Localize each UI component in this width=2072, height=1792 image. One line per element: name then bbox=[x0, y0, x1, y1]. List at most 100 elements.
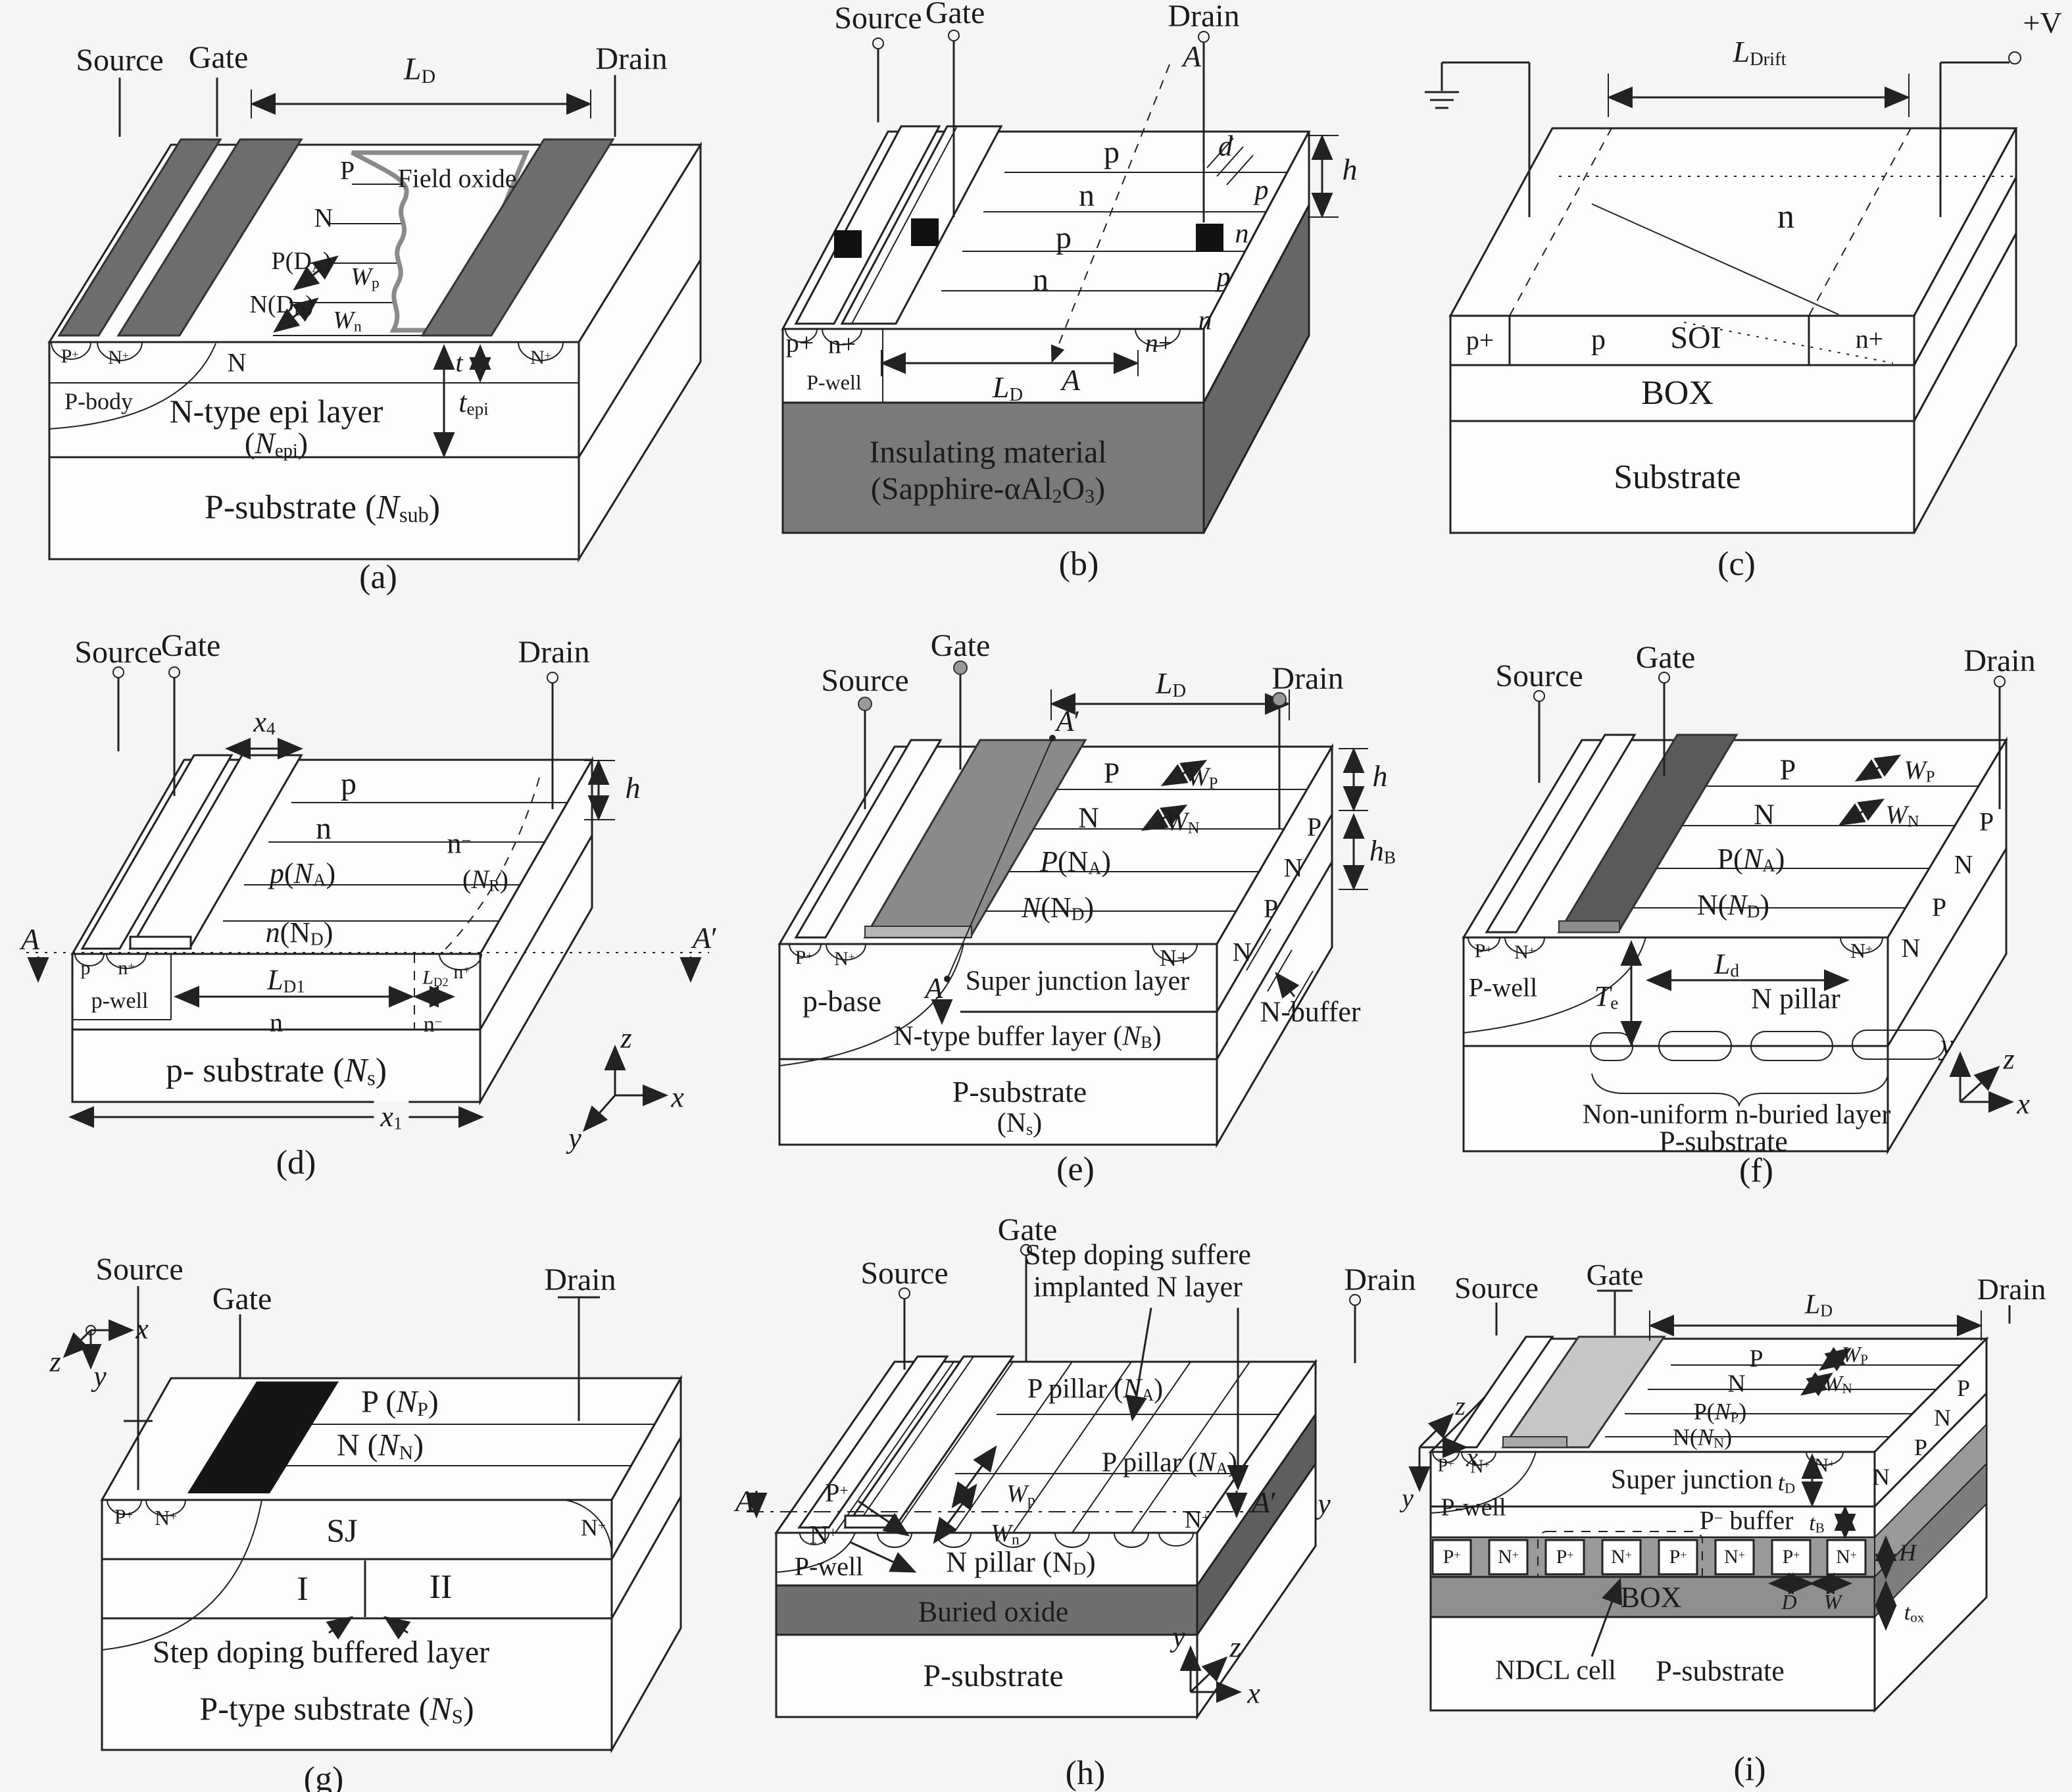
i-side-p1-label: P bbox=[1956, 1374, 1971, 1401]
e-substrate-label: P-substrate bbox=[952, 1075, 1087, 1109]
h-source-label: Source bbox=[860, 1256, 949, 1291]
e-source-label: Source bbox=[821, 663, 909, 699]
i-side-n1-label: N bbox=[1934, 1404, 1951, 1431]
b-insulator-material-label: (Sapphire-αAl2O3) bbox=[870, 471, 1106, 507]
e-side-n2-label: N bbox=[1232, 937, 1252, 967]
a-substrate-label: P-substrate (Nsub) bbox=[204, 488, 441, 527]
g-gate-label: Gate bbox=[212, 1282, 272, 1317]
d-nplus-right-label: n+ bbox=[453, 961, 470, 983]
e-substrate-doping-label: (Ns) bbox=[997, 1108, 1043, 1139]
f-buried-islands bbox=[1590, 1030, 1945, 1108]
d-section-a-label: A bbox=[20, 922, 40, 957]
g-source-label: Source bbox=[95, 1252, 184, 1287]
i-box-label: BOX bbox=[1620, 1581, 1682, 1614]
b-electrodes bbox=[794, 125, 1223, 325]
b-side-p2-label: p bbox=[1216, 262, 1231, 293]
f-nnd-label: N(ND) bbox=[1696, 888, 1770, 922]
a-caption: (a) bbox=[359, 558, 397, 596]
f-axes bbox=[1949, 1051, 2014, 1113]
f-side-n1-label: N bbox=[1954, 849, 1973, 880]
panel-g: Source Gate Drain z x y P (NP) N (NN) P+… bbox=[39, 1224, 691, 1792]
h-y-edge-label: y bbox=[1318, 1487, 1331, 1520]
h-wp-label: Wp bbox=[1006, 1480, 1035, 1509]
f-pna-label: P(NA) bbox=[1717, 842, 1785, 876]
panel-h-line-art bbox=[745, 1244, 1361, 1720]
b-wells bbox=[785, 328, 1181, 403]
f-wp-label: WP bbox=[1904, 755, 1935, 786]
i-nplus-left-label: N+ bbox=[1470, 1456, 1490, 1478]
d-dimensions bbox=[68, 737, 615, 1128]
a-nplus-right-label: N+ bbox=[530, 347, 551, 369]
e-drain-label: Drain bbox=[1271, 661, 1344, 697]
h-npillar-label: N pillar (ND) bbox=[946, 1545, 1096, 1579]
e-side-n1-label: N bbox=[1283, 853, 1303, 883]
h-y-axis-label: y bbox=[1172, 1620, 1185, 1653]
d-caption: (d) bbox=[276, 1143, 316, 1182]
e-side-p2-label: P bbox=[1263, 893, 1279, 924]
e-gate-label: Gate bbox=[930, 628, 991, 664]
i-sj-label: Super junction bbox=[1610, 1464, 1773, 1495]
b-side-p1-label: p bbox=[1254, 175, 1269, 206]
g-top-stripes bbox=[234, 1424, 655, 1466]
a-dimensions bbox=[250, 89, 592, 458]
e-sj-layer-label: Super junction layer bbox=[965, 966, 1190, 997]
e-wells bbox=[789, 943, 1198, 962]
i-d-label: D bbox=[1781, 1590, 1797, 1614]
d-stripe-n-label: n bbox=[316, 811, 332, 847]
b-ld-label: LD bbox=[992, 370, 1024, 406]
d-p-left-label: p bbox=[80, 957, 91, 980]
a-epi-doping-label: (Nepi) bbox=[244, 426, 308, 462]
e-cut-line bbox=[931, 735, 1056, 1025]
e-stripe-n-label: N bbox=[1078, 801, 1099, 834]
d-nnd-label: n(ND) bbox=[265, 916, 333, 949]
panel-c: +V LDrift n p+ p SOI n+ BOX Substrate (c… bbox=[1401, 0, 2072, 585]
c-ground-wire bbox=[1425, 61, 1531, 217]
h-leads bbox=[899, 1244, 1361, 1370]
g-axes bbox=[62, 1319, 134, 1370]
i-caption: (i) bbox=[1733, 1750, 1766, 1788]
f-wells bbox=[1463, 937, 1883, 1033]
h-pwell-label: P-well bbox=[794, 1551, 864, 1581]
c-box-label: BOX bbox=[1641, 374, 1714, 412]
i-wp-label: WP bbox=[1841, 1342, 1869, 1368]
panel-f: Source Gate Drain P WP N WN P(NA) N(ND) … bbox=[1427, 612, 2072, 1189]
d-nplus-left-label: n+ bbox=[118, 957, 135, 980]
b-stripe-p1-label: p bbox=[1104, 135, 1120, 170]
i-pwell-label: P-well bbox=[1441, 1493, 1506, 1522]
e-nnd-label: N(ND) bbox=[1021, 891, 1095, 924]
a-nplus-left-label: N+ bbox=[108, 347, 129, 369]
i-axes bbox=[1408, 1412, 1468, 1492]
a-drain-label: Drain bbox=[595, 41, 668, 77]
i-nplus-right-label: N+ bbox=[1814, 1455, 1835, 1477]
h-z-axis-label: z bbox=[1229, 1631, 1241, 1664]
g-substrate-label: P-type substrate (NS) bbox=[199, 1689, 474, 1728]
f-te-label: Te bbox=[1594, 980, 1619, 1013]
h-wn-label: Wn bbox=[991, 1520, 1020, 1549]
g-caption: (g) bbox=[303, 1760, 344, 1792]
i-source-label: Source bbox=[1454, 1271, 1539, 1305]
i-top-stripes bbox=[1605, 1364, 1960, 1437]
e-leads bbox=[858, 660, 1300, 999]
i-cell-label: P+ bbox=[1443, 1546, 1461, 1568]
b-side-n1-label: n bbox=[1235, 218, 1249, 249]
f-pwell-label: P-well bbox=[1468, 972, 1538, 1003]
f-z-axis-label: z bbox=[2003, 1043, 2015, 1076]
e-a-label: A bbox=[925, 972, 943, 1005]
panel-c-line-art bbox=[1425, 51, 2021, 534]
f-side-n2-label: N bbox=[1901, 933, 1921, 963]
c-dashed-junctions bbox=[1509, 128, 2013, 364]
panel-a-line-art bbox=[47, 75, 703, 563]
e-dimensions bbox=[1050, 689, 1368, 891]
d-nr-label: (NR) bbox=[462, 864, 508, 895]
g-nnn-label: N (NN) bbox=[336, 1428, 424, 1464]
h-nplus-right-label: N+ bbox=[1184, 1506, 1210, 1533]
panel-b-line-art bbox=[781, 30, 1339, 534]
e-wn-label: WN bbox=[1166, 806, 1200, 837]
panel-f-line-art bbox=[1462, 672, 2014, 1155]
b-pwell-label: P-well bbox=[806, 370, 862, 395]
f-caption: (f) bbox=[1739, 1151, 1773, 1189]
i-dimensions bbox=[1648, 1310, 1983, 1631]
i-w-label: W bbox=[1823, 1590, 1842, 1614]
f-side-p1-label: P bbox=[1979, 807, 1994, 837]
